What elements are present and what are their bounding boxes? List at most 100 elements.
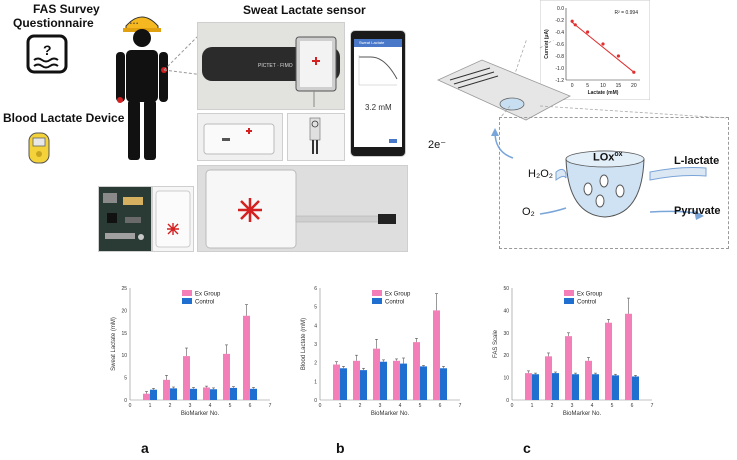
chart-a-bar-ex-group xyxy=(243,315,250,400)
calib-y-label: Current (μA) xyxy=(544,29,550,59)
chart-a-legend-label: Control xyxy=(195,300,214,306)
chart-c-x-tick-label: 2 xyxy=(551,403,554,409)
smartphone-photo: Sweat Lactate 3.2 mM xyxy=(350,30,406,157)
chart-a-y-tick-label: 10 xyxy=(121,353,127,359)
chart-b-y-tick-label: 3 xyxy=(314,342,317,348)
chart-a-x-tick-label: 1 xyxy=(149,403,152,409)
chart-b-bar-control xyxy=(400,363,407,400)
calib-y-tick-label: 0.0 xyxy=(557,6,564,12)
chart-b-legend-swatch xyxy=(372,298,382,304)
pyruvate-label: Pyruvate xyxy=(674,205,721,217)
sensor-title: Sweat Lactate sensor xyxy=(243,3,366,17)
chart-c-x-label: BioMarker No. xyxy=(563,411,602,417)
chart-b-x-tick-label: 7 xyxy=(459,403,462,409)
chart-a-y-tick-label: 25 xyxy=(121,286,127,292)
reaction-arrows xyxy=(539,167,707,220)
chart-b-bar-ex-group xyxy=(333,364,340,400)
armband-photo: PICTET · FIMO xyxy=(197,22,345,110)
calib-y-tick-label: -1.0 xyxy=(555,66,564,72)
chart-c-y-label: FAS Scale xyxy=(493,329,499,358)
chart-a-bar-control xyxy=(170,388,177,400)
calib-point xyxy=(632,70,636,74)
chart-a-bar-ex-group xyxy=(203,387,210,400)
chart-a-x-tick-label: 7 xyxy=(269,403,272,409)
chart-a-bar-control xyxy=(250,388,257,400)
survey-title: FAS Survey xyxy=(33,2,100,16)
enzyme-drop-icon xyxy=(565,150,645,218)
calib-x-tick-label: 20 xyxy=(631,83,637,89)
chart-a-y-tick-label: 0 xyxy=(124,398,127,404)
chart-c-y-tick-label: 50 xyxy=(503,286,509,292)
chart-a-legend-swatch xyxy=(182,290,192,296)
chart-b-y-tick-label: 2 xyxy=(314,361,317,367)
o2-label: O₂ xyxy=(522,206,535,218)
chart-b-bar-ex-group xyxy=(433,310,440,400)
chart-a-bar-ex-group xyxy=(163,379,170,400)
chart-b-bar-control xyxy=(420,366,427,400)
chart-b-x-tick-label: 5 xyxy=(419,403,422,409)
chart-c-bar-control xyxy=(592,374,599,400)
chart-b-x-tick-label: 4 xyxy=(399,403,402,409)
chart-a-x-label: BioMarker No. xyxy=(181,411,220,417)
chart-b-bar-control xyxy=(340,368,347,400)
chart-c-bar-control xyxy=(572,374,579,400)
chart-b-y-tick-label: 5 xyxy=(314,305,317,311)
chart-b-legend-label: Ex Group xyxy=(385,292,411,298)
chart-a-x-tick-label: 4 xyxy=(209,403,212,409)
chart-b-y-tick-label: 6 xyxy=(314,286,317,292)
chart-b-x-label: BioMarker No. xyxy=(371,411,410,417)
calib-fit-line xyxy=(571,22,635,73)
lox-label: LOxox xyxy=(593,151,623,164)
chart-b-x-tick-label: 6 xyxy=(439,403,442,409)
chart-c-bar-ex-group xyxy=(625,313,632,400)
chart-a-y-tick-label: 5 xyxy=(124,376,127,382)
calib-point xyxy=(573,23,577,27)
lox-superscript: ox xyxy=(614,151,623,158)
chart-a-bar-control xyxy=(150,389,157,400)
chart-a-bar-ex-group xyxy=(183,356,190,400)
blood-device-label: Blood Lactate Device xyxy=(3,111,125,125)
chart-c-bar-control xyxy=(552,373,559,400)
chart-c-x-tick-label: 1 xyxy=(531,403,534,409)
calib-y-tick-label: -1.2 xyxy=(555,78,564,84)
chart-c-bar-ex-group xyxy=(605,322,612,400)
chart-a-bar-control xyxy=(230,387,237,400)
chart-b-bar-ex-group xyxy=(373,348,380,400)
chart-a-x-tick-label: 0 xyxy=(129,403,132,409)
chart-b-legend-label: Control xyxy=(385,300,404,306)
chart-c-bar-control xyxy=(612,375,619,400)
calib-x-tick-label: 5 xyxy=(586,83,589,89)
chart-b-bar-ex-group xyxy=(413,342,420,400)
calib-y-tick-label: -0.8 xyxy=(555,54,564,60)
chart-c-y-tick-label: 10 xyxy=(503,376,509,382)
chart-c-bar-ex-group xyxy=(585,360,592,400)
chart-b-bar-control xyxy=(380,361,387,400)
svg-text:?: ? xyxy=(43,42,52,58)
survey-subtitle: Questionnaire xyxy=(13,16,94,30)
device-case-large-photo xyxy=(197,165,408,252)
chart-b-y-tick-label: 1 xyxy=(314,379,317,385)
calib-x-tick-label: 0 xyxy=(571,83,574,89)
worker-silhouette-icon: • • • xyxy=(116,16,168,160)
h2o2-label: H₂O₂ xyxy=(528,168,554,180)
calib-x-label: Lactate (mM) xyxy=(588,90,619,96)
chart-b-x-tick-label: 0 xyxy=(319,403,322,409)
chart-a-legend-label: Ex Group xyxy=(195,292,221,298)
chart-a-bar-control xyxy=(190,388,197,400)
calib-x-tick-label: 15 xyxy=(616,83,622,89)
chart-a-y-tick-label: 20 xyxy=(121,308,127,314)
calib-y-tick-label: -0.2 xyxy=(555,18,564,24)
blood-lactate-device-icon xyxy=(28,132,50,164)
chart-c-bar-control xyxy=(532,374,539,400)
chart-a-x-tick-label: 3 xyxy=(189,403,192,409)
questionnaire-icon: ? xyxy=(26,34,68,74)
chart-b-bar-ex-group xyxy=(353,360,360,400)
svg-text:• • •: • • • xyxy=(130,21,138,27)
panel-letter-b: b xyxy=(336,440,345,456)
chart-c-legend-swatch xyxy=(564,290,574,296)
calib-point xyxy=(601,42,605,46)
